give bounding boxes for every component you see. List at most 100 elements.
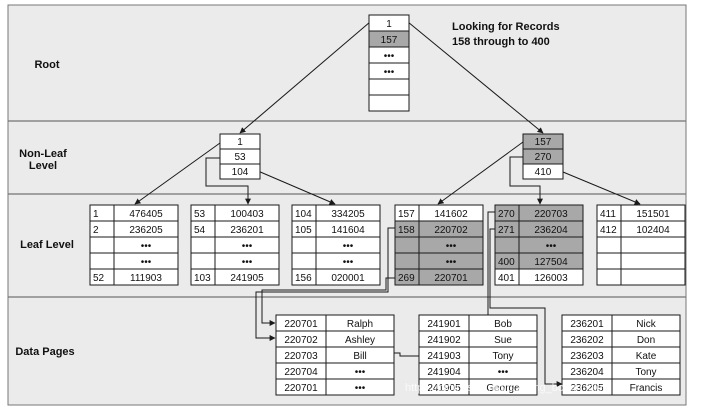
leaf-value: 220702 [434, 225, 468, 236]
data-page-id: 241901 [427, 319, 461, 330]
leaf-key: 269 [398, 273, 415, 284]
data-page-id: 236202 [570, 335, 604, 346]
leaf-key: 53 [194, 209, 206, 220]
leaf-value: 151501 [636, 209, 670, 220]
leaf-key: 270 [498, 209, 515, 220]
nonleaf-cell [219, 163, 261, 180]
data-page-id: 241902 [427, 335, 461, 346]
data-page-id: 241905 [427, 383, 461, 394]
leaf-key: 271 [498, 225, 515, 236]
leaf-key: 1 [93, 209, 99, 220]
leaf-key-cell [394, 252, 420, 270]
data-page-name: Tony [492, 351, 513, 362]
data-page-name: Sue [494, 335, 512, 346]
leaf-key: 157 [398, 209, 415, 220]
root-cell [368, 78, 410, 96]
leaf-key: 412 [600, 225, 617, 236]
nonleaf-cell-value: 53 [234, 152, 246, 163]
data-page-id: 220704 [284, 367, 318, 378]
data-page-name: George [486, 383, 520, 394]
leaf-value: 102404 [636, 225, 670, 236]
root-cell-value: ••• [384, 51, 395, 62]
data-page-id: 241903 [427, 351, 461, 362]
arrow-leaf5-271-to-page3 [489, 228, 563, 387]
leaf-key: 103 [194, 273, 211, 284]
arrow-root-to-nonleaf-1 [239, 21, 371, 134]
data-page-name: ••• [355, 367, 366, 378]
data-page-name: Bob [494, 319, 512, 330]
leaf-value: 126003 [534, 273, 568, 284]
nonleaf-cell-value: 270 [535, 152, 552, 163]
data-page-name-cell [468, 378, 538, 396]
leaf-value: ••• [343, 241, 354, 252]
band-label-root: Root [34, 59, 59, 71]
leaf-value: 241905 [230, 273, 264, 284]
leaf-key-cell [494, 236, 520, 254]
data-page-id: 220703 [284, 351, 318, 362]
leaf-value: 334205 [331, 209, 365, 220]
arrow-leaf4-158-to-page1 [255, 227, 395, 341]
leaf-key: 104 [295, 209, 312, 220]
leaf-key: 401 [498, 273, 515, 284]
leaf-value-cell [518, 268, 584, 286]
leaf-key: 400 [498, 257, 515, 268]
data-page-name: ••• [355, 383, 366, 394]
leaf-value: 236204 [534, 225, 568, 236]
leaf-key-cell [596, 268, 622, 286]
leaf-value: ••• [343, 257, 354, 268]
data-page-name: Bill [353, 351, 366, 362]
root-cell-value: 157 [381, 35, 398, 46]
root-cell-value: 1 [386, 19, 392, 30]
data-page-id: 236201 [570, 319, 604, 330]
leaf-key: 52 [93, 273, 105, 284]
arrow-root-to-nonleaf-2 [407, 21, 544, 134]
leaf-value: 141604 [331, 225, 365, 236]
data-page-name: Nick [636, 319, 656, 330]
leaf-value: 220701 [434, 273, 468, 284]
leaf-value: 100403 [230, 209, 264, 220]
data-page-id: 220701 [284, 319, 318, 330]
leaf-value-cell [620, 252, 686, 270]
leaf-value: ••• [446, 257, 457, 268]
data-page-id: 220701 [284, 383, 318, 394]
leaf-value: ••• [141, 241, 152, 252]
leaf-key: 54 [194, 225, 206, 236]
leaf-value-cell [418, 268, 484, 286]
leaf-key: 105 [295, 225, 312, 236]
arrow-nonleaf2-to-leaf6 [562, 171, 641, 205]
band-nonleaf-bg [8, 121, 686, 194]
leaf-key: 156 [295, 273, 312, 284]
data-page-id: 236203 [570, 351, 604, 362]
nonleaf-cell-value: 104 [232, 167, 249, 178]
data-page-id: 236204 [570, 367, 604, 378]
leaf-value-cell [315, 268, 381, 286]
data-page-id: 220702 [284, 335, 318, 346]
data-page-name: ••• [498, 367, 509, 378]
nonleaf-cell-value: 410 [535, 167, 552, 178]
band-label-leaf: Leaf Level [20, 239, 74, 251]
leaf-value: ••• [546, 241, 557, 252]
leaf-value: 476405 [129, 209, 163, 220]
leaf-value-cell [214, 268, 280, 286]
leaf-key-cell [190, 236, 216, 254]
leaf-key: 411 [600, 209, 616, 220]
diagram-frame [7, 4, 687, 406]
nonleaf-cell-value: 157 [535, 137, 552, 148]
data-page-name: Ashley [345, 335, 375, 346]
pointer-arrows [134, 21, 641, 387]
search-caption: Looking for Records 158 through to 400 [452, 21, 563, 48]
data-page-id: 236205 [570, 383, 604, 394]
data-page-name: Tony [635, 367, 656, 378]
leaf-value: 127504 [534, 257, 568, 268]
leaf-value: 220703 [534, 209, 568, 220]
leaf-value-cell [620, 268, 686, 286]
leaf-value: 111903 [130, 273, 162, 284]
search-caption-line-1: Looking for Records [452, 21, 560, 33]
leaf-key: 158 [398, 225, 415, 236]
leaf-key-cell [394, 236, 420, 254]
leaf-key-cell [89, 252, 115, 270]
leaf-value: 236205 [129, 225, 163, 236]
leaf-key-cell [596, 252, 622, 270]
